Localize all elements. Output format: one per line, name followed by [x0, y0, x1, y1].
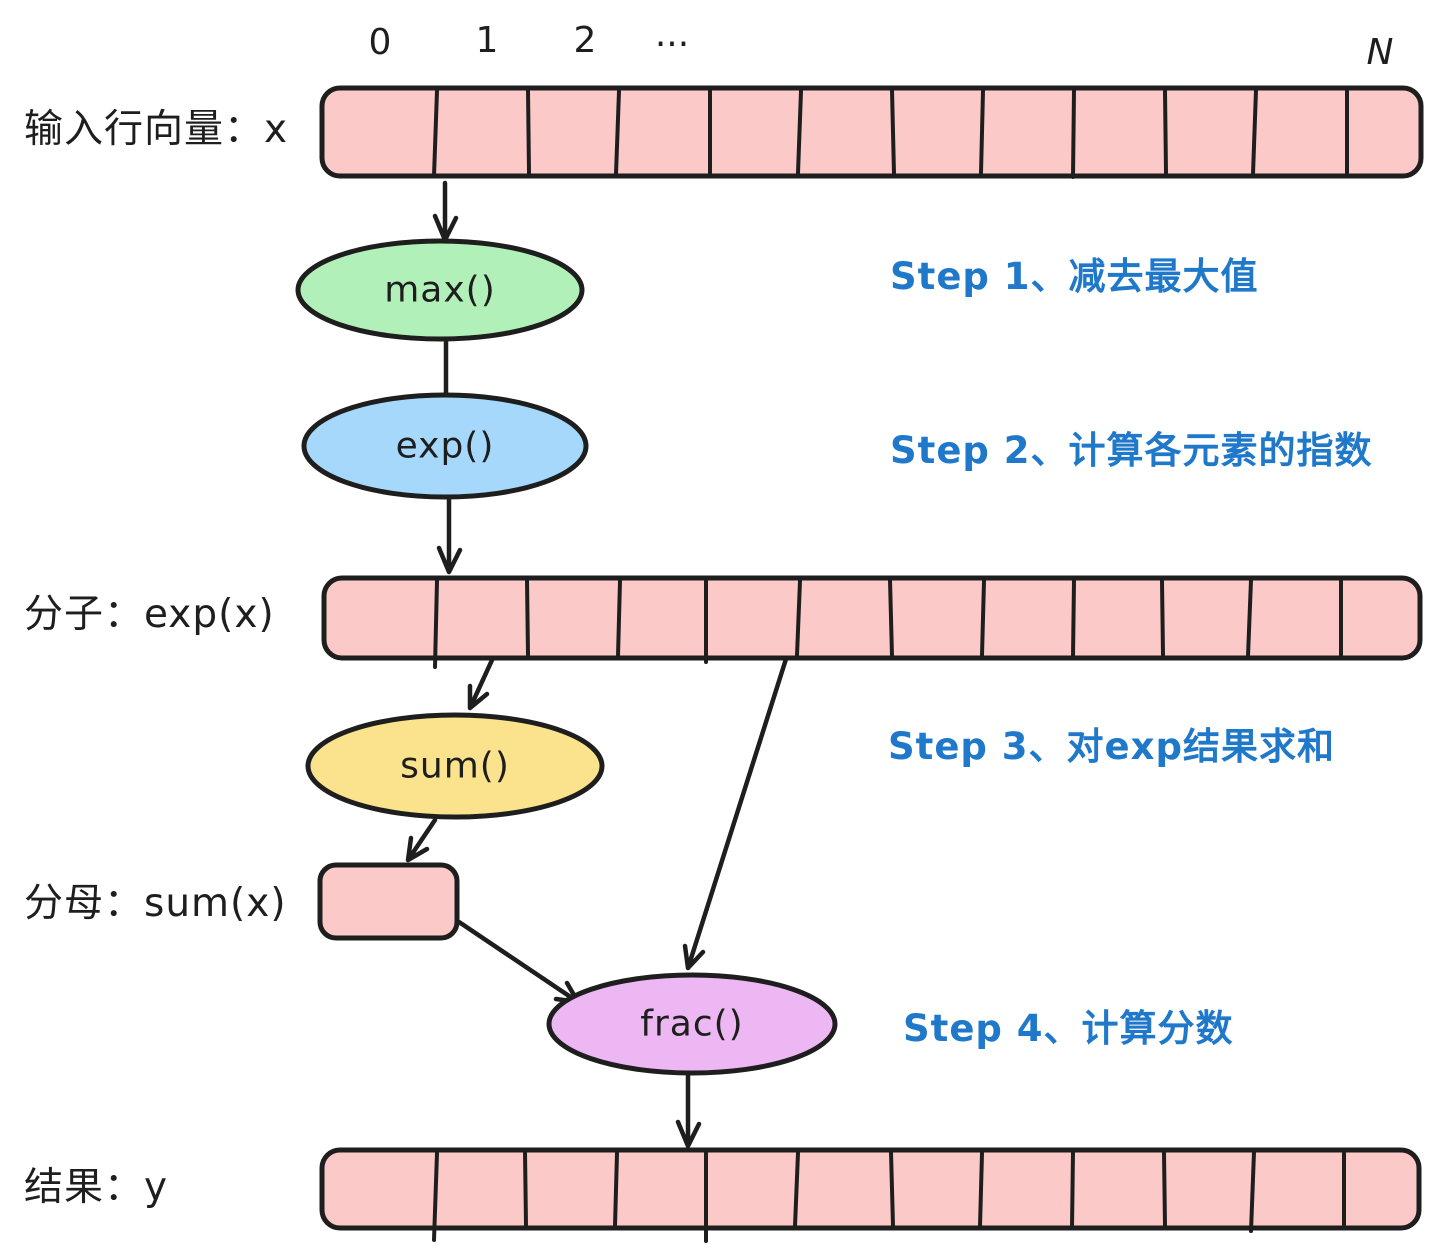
- numerator-vector-rect: [321, 575, 1423, 661]
- numerator-vector-dividers: [433, 578, 1343, 669]
- exp-node: [301, 392, 589, 500]
- frac-node: [546, 972, 838, 1076]
- arrow-numerator-to-frac: [682, 656, 789, 971]
- step-1-annotation: Step 1、减去最大值: [890, 255, 1259, 298]
- index-dots-label: ...: [654, 14, 690, 55]
- arrow-input-to-max: [432, 180, 459, 243]
- arrow-exp-to-numerator: [436, 494, 463, 575]
- arrow-numerator-to-sum: [467, 657, 495, 711]
- result-vector-shape: [319, 1147, 1422, 1243]
- index-n-label: N: [1366, 32, 1394, 73]
- frac-node-label: frac(): [640, 1003, 744, 1045]
- numerator-vector-shape: [321, 575, 1423, 669]
- input-vector-dividers: [432, 88, 1349, 179]
- index-0-label: 0: [368, 22, 392, 63]
- input-vector-label: 输入行向量：x: [24, 107, 289, 152]
- denominator-box: [317, 862, 460, 941]
- max-node: [295, 238, 585, 342]
- sum-node-label: sum(): [400, 745, 510, 787]
- arrow-denominator-to-frac: [456, 919, 581, 1005]
- step-2-annotation: Step 2、计算各元素的指数: [890, 429, 1373, 472]
- index-1-label: 1: [475, 20, 499, 61]
- sum-node: [305, 712, 605, 820]
- max-node-label: max(): [384, 269, 496, 311]
- result-vector-rect: [319, 1147, 1422, 1231]
- step-3-annotation: Step 3、对exp结果求和: [888, 725, 1335, 768]
- index-2-label: 2: [573, 20, 597, 61]
- arrow-sum-to-denominator: [405, 817, 438, 863]
- result-vector-dividers: [432, 1150, 1346, 1243]
- input-vector-rect: [319, 85, 1424, 179]
- denominator-label: 分母：sum(x): [24, 881, 287, 926]
- numerator-vector-label: 分子：exp(x): [24, 592, 275, 637]
- result-vector-label: 结果：y: [24, 1165, 169, 1210]
- step-4-annotation: Step 4、计算分数: [903, 1007, 1234, 1050]
- arrow-frac-to-result: [675, 1073, 702, 1149]
- input-vector-shape: [319, 85, 1424, 179]
- exp-node-label: exp(): [395, 425, 495, 467]
